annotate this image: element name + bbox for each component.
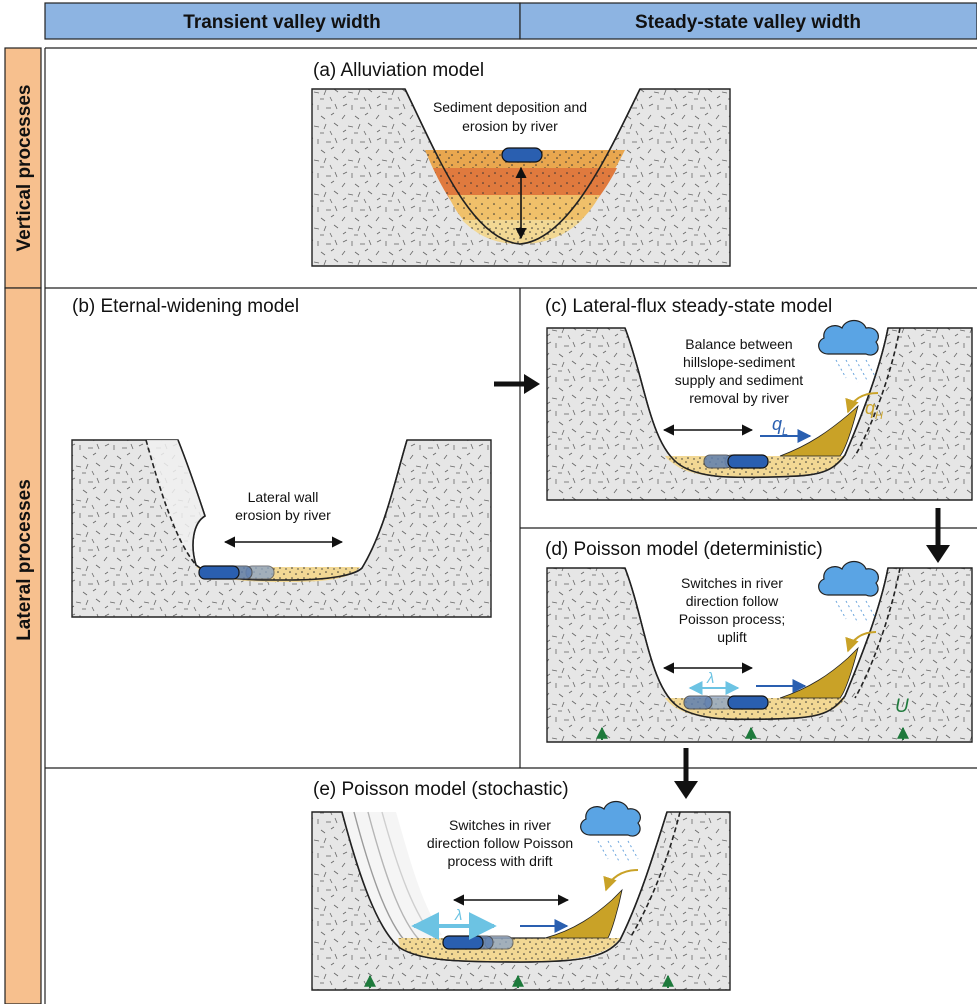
panel-a: (a) Alluviation model Sediment depositio… bbox=[311, 60, 731, 267]
qL-label: qL bbox=[772, 414, 788, 438]
original-wall-line bbox=[854, 327, 901, 457]
panel-b-desc-1: Lateral wall bbox=[248, 489, 319, 505]
panel-c-title: (c) Lateral-flux steady-state model bbox=[545, 296, 832, 317]
panel-e-desc-2: direction follow Poisson bbox=[427, 835, 573, 851]
uplift-arrows bbox=[364, 974, 674, 988]
side-label-lateral: Lateral processes bbox=[14, 479, 35, 641]
side-lateral-bg bbox=[4, 287, 42, 1004]
panel-e-title: (e) Poisson model (stochastic) bbox=[313, 779, 569, 800]
hillslope-flux-arrow bbox=[845, 631, 877, 653]
river-icon bbox=[501, 147, 543, 163]
lambda-label: λ bbox=[706, 670, 714, 687]
hillslope-sediment-wedge bbox=[779, 646, 859, 699]
former-wall-line bbox=[145, 439, 197, 566]
panel-d-desc-4: uplift bbox=[717, 629, 747, 645]
cloud-icon bbox=[818, 560, 879, 624]
panel-c-desc-4: removal by river bbox=[689, 390, 789, 406]
hillslope-sediment-wedge bbox=[544, 888, 623, 939]
original-wall-line bbox=[854, 567, 901, 699]
panel-b-desc-2: erosion by river bbox=[235, 507, 331, 523]
panel-b-title: (b) Eternal-widening model bbox=[72, 296, 299, 317]
header-steady-bg bbox=[519, 2, 977, 40]
uplift-arrows bbox=[596, 726, 909, 740]
panel-b: (b) Eternal-widening model Lateral wall … bbox=[71, 296, 492, 618]
panel-a-desc-1: Sediment deposition and bbox=[433, 99, 587, 115]
cloud-icon bbox=[580, 800, 641, 864]
river-icon bbox=[727, 695, 769, 710]
panel-d: (d) Poisson model (deterministic) λ U Sw… bbox=[545, 539, 973, 743]
side-label-vertical: Vertical processes bbox=[14, 85, 35, 252]
panel-e: (e) Poisson model (stochastic) λ bbox=[311, 779, 731, 991]
qH-label: qH bbox=[865, 398, 883, 422]
panel-a-title: (a) Alluviation model bbox=[313, 60, 484, 81]
panel-d-title: (d) Poisson model (deterministic) bbox=[545, 539, 823, 560]
original-wall-line bbox=[629, 811, 681, 939]
header-steady: Steady-state valley width bbox=[635, 12, 861, 33]
hillslope-sediment-wedge bbox=[779, 404, 859, 457]
panel-e-desc-1: Switches in river bbox=[449, 817, 551, 833]
lambda-label: λ bbox=[454, 907, 462, 924]
panel-c-desc-2: hillslope-sediment bbox=[683, 354, 795, 370]
uplift-label: U bbox=[895, 696, 909, 717]
panel-grid bbox=[44, 47, 977, 1004]
hillslope-flux-arrow bbox=[603, 869, 639, 892]
cloud-icon bbox=[818, 319, 879, 383]
header-transient-bg bbox=[44, 2, 521, 40]
panel-e-desc-3: process with drift bbox=[447, 853, 552, 869]
panel-d-desc-2: direction follow bbox=[686, 593, 779, 609]
panel-c-desc-3: supply and sediment bbox=[675, 372, 804, 388]
panel-a-desc-2: erosion by river bbox=[462, 118, 558, 134]
river-icon bbox=[198, 565, 240, 580]
panel-c: (c) Lateral-flux steady-state model qL q… bbox=[545, 296, 973, 501]
panel-d-desc-1: Switches in river bbox=[681, 575, 783, 591]
qH-arrow bbox=[845, 392, 879, 414]
header-transient: Transient valley width bbox=[183, 12, 380, 33]
river-icon bbox=[442, 935, 484, 950]
panel-d-desc-3: Poisson process; bbox=[679, 611, 786, 627]
panel-c-desc-1: Balance between bbox=[685, 336, 792, 352]
river-icon bbox=[727, 454, 769, 469]
